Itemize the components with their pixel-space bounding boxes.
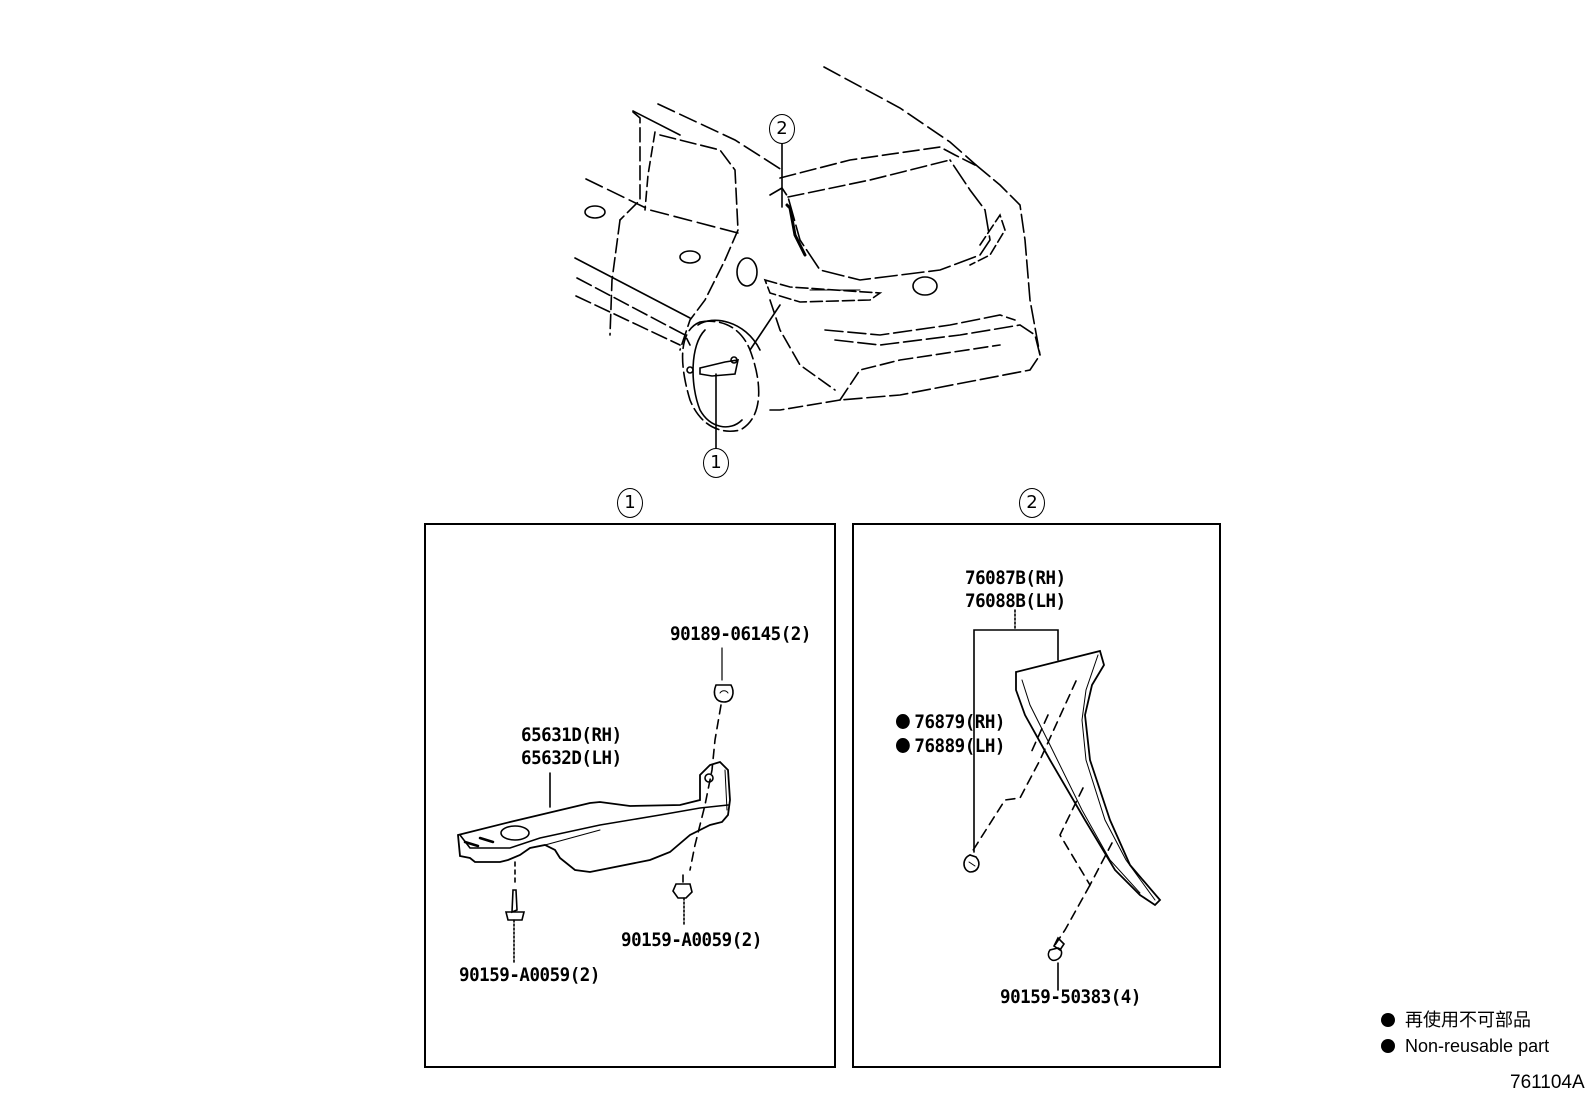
mudguard-bracket-drawing [457, 647, 734, 963]
filled-circle-icon [1381, 1039, 1395, 1053]
part-label-bracket-rh[interactable]: 65631D(RH) [521, 724, 622, 746]
figure-id: 761104A [1510, 1072, 1585, 1093]
spoiler-cover-drawing [963, 609, 1162, 991]
filled-circle-icon [1381, 1013, 1395, 1027]
non-reusable-dot-icon [896, 738, 910, 753]
part-label-screw-left[interactable]: 90159-A0059(2) [459, 964, 600, 986]
non-reusable-dot-icon [896, 714, 910, 729]
part-label-clip-lh[interactable]: 76889(LH) [896, 734, 1005, 758]
overview-callout-2: 2 [769, 114, 795, 144]
part-label-clip[interactable]: 90189-06145(2) [670, 623, 811, 645]
panel-2-callout: 2 [1019, 488, 1045, 518]
part-label-bracket-lh[interactable]: 65632D(LH) [521, 747, 622, 769]
legend-non-reusable-jp: 再使用不可部品 [1381, 1009, 1531, 1031]
part-label-cover-lh[interactable]: 76088B(LH) [965, 590, 1066, 612]
part-label-screw[interactable]: 90159-50383(4) [1000, 986, 1141, 1008]
overview-callout-1: 1 [703, 448, 729, 478]
detail-panel-mudguard [424, 523, 836, 1068]
detail-panel-spoiler-cover [852, 523, 1221, 1068]
panel-1-callout: 1 [617, 488, 643, 518]
legend-non-reusable-en: Non-reusable part [1381, 1035, 1549, 1057]
part-label-screw-right[interactable]: 90159-A0059(2) [621, 929, 762, 951]
car-overview-drawing [574, 66, 1041, 451]
part-label-cover-rh[interactable]: 76087B(RH) [965, 567, 1066, 589]
part-label-clip-rh[interactable]: 76879(RH) [896, 710, 1005, 734]
